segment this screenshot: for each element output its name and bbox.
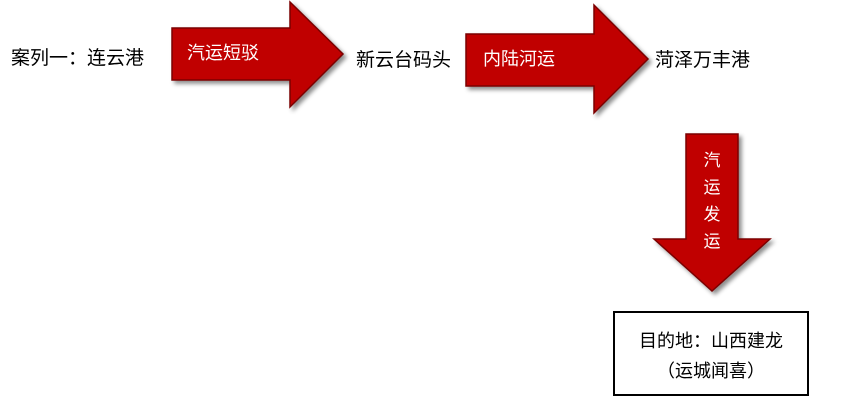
arrow-3-char: 运 (703, 232, 721, 252)
arrow-3-label: 汽运发运 (700, 148, 724, 256)
case-origin-label: 案列一：连云港 (11, 47, 145, 69)
arrow-3-char: 发 (703, 205, 721, 225)
arrow-right-2 (465, 3, 650, 115)
arrow-2-label: 内陆河运 (483, 49, 555, 70)
arrow-1-label: 汽运短驳 (187, 43, 259, 64)
destination-box: 目的地：山西建龙 （运城闻喜） (613, 311, 809, 396)
inland-port-label: 菏泽万丰港 (655, 49, 751, 71)
arrow-down (652, 133, 772, 293)
destination-line-2: （运城闻喜） (657, 361, 765, 382)
destination-line-1: 目的地：山西建龙 (639, 331, 783, 352)
arrow-3-char: 汽 (703, 151, 721, 171)
arrow-right-1 (171, 0, 345, 109)
arrow-3-char: 运 (703, 178, 721, 198)
mid-port-label: 新云台码头 (356, 49, 452, 71)
